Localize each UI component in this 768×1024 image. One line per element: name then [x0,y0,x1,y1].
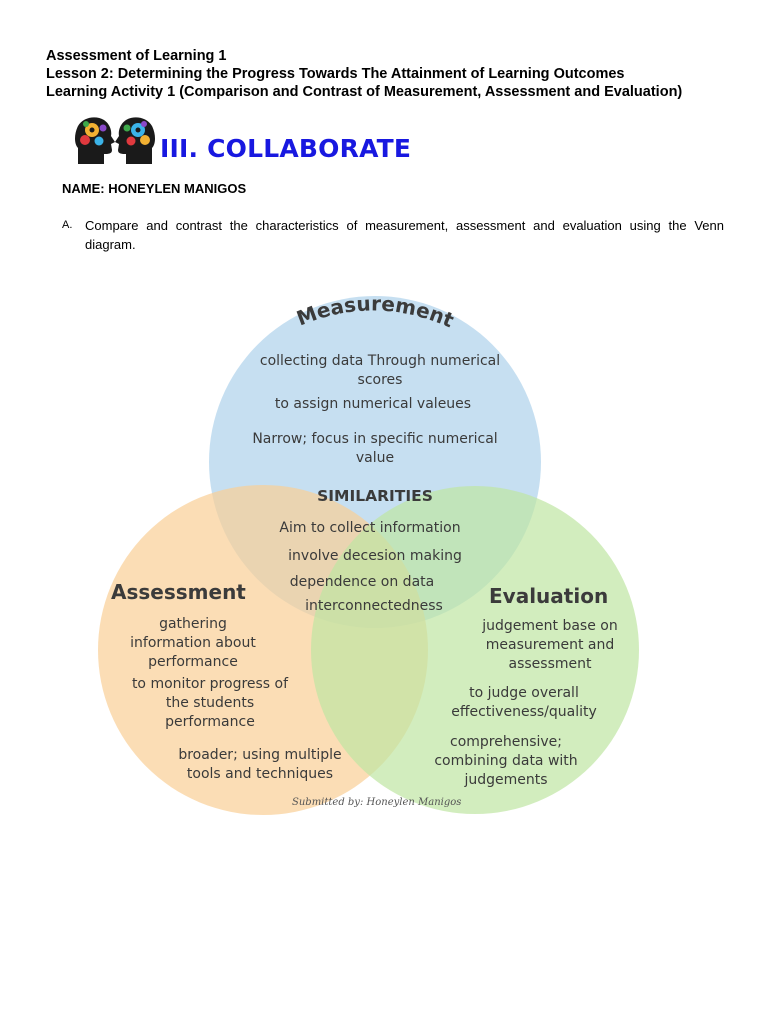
student-name: NAME: HONEYLEN MANIGOS [62,181,247,196]
lesson-title: Lesson 2: Determining the Progress Towar… [46,66,625,82]
assessment-item: to monitor progress of [131,676,289,692]
section-title: III. COLLABORATE [160,134,412,163]
assessment-item: performance [165,714,255,730]
instruction-letter: A. [62,219,73,231]
similarity-item: involve decesion making [288,548,462,564]
evaluation-item: judgements [464,772,548,788]
evaluation-item: effectiveness/quality [451,704,597,720]
similarity-item: Aim to collect information [279,520,461,536]
evaluation-circle [311,486,639,814]
assessment-item: the students [165,695,255,711]
collaborate-banner: III. COLLABORATE [74,114,411,166]
similarity-item: dependence on data [289,574,435,590]
signature: Submitted by: Honeylen Manigos [292,797,462,808]
similarities-title: SIMILARITIES [317,487,433,505]
course-title: Assessment of Learning 1 [46,48,227,64]
instruction-text: Compare and contrast the characteristics… [85,218,724,252]
evaluation-item: measurement and [485,637,615,653]
two-heads-with-gears-icon [75,117,155,164]
assessment-item: tools and techniques [186,766,334,782]
assessment-item: information about [130,635,256,651]
evaluation-item: combining data with [434,753,578,769]
activity-title: Learning Activity 1 (Comparison and Cont… [46,84,683,100]
evaluation-item: judgement base on [482,618,618,634]
evaluation-title: Evaluation [489,584,609,608]
evaluation-item: to judge overall [469,685,579,701]
measurement-item: collecting data Through numerical [259,353,501,369]
measurement-item: to assign numerical valeues [274,396,472,412]
measurement-item: value [355,450,395,466]
measurement-item: scores [357,372,403,388]
assessment-item: performance [148,654,238,670]
measurement-item: Narrow; focus in specific numerical [252,431,498,447]
evaluation-item: comprehensive; [449,734,563,750]
evaluation-item: assessment [508,656,592,672]
document-header: Assessment of Learning 1 Lesson 2: Deter… [46,47,682,101]
assessment-item: broader; using multiple [178,747,342,763]
instruction: A. Compare and contrast the characterist… [62,216,724,254]
venn-diagram: Measurement [98,291,639,815]
similarity-item: interconnectedness [305,598,443,614]
assessment-title: Assessment [111,580,246,604]
assessment-item: gathering [159,616,227,632]
